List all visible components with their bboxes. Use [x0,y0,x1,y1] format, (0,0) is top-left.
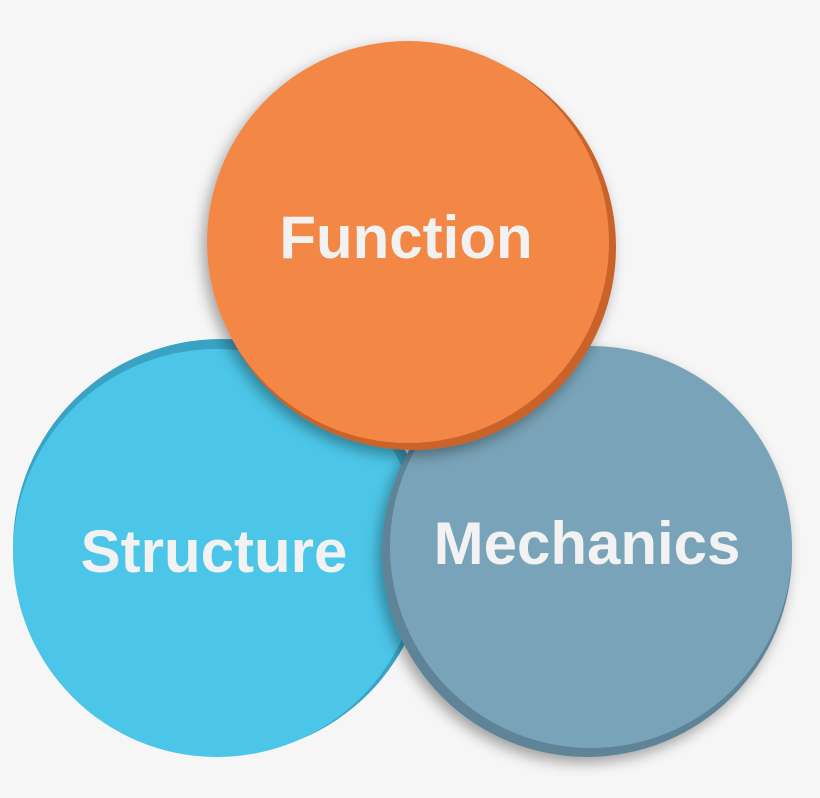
circle-function [207,41,616,450]
label-function: Function [279,204,532,271]
label-mechanics: Mechanics [434,510,741,577]
label-structure: Structure [81,518,348,585]
circle-mechanics-face [390,346,792,748]
circle-mechanics [382,346,792,757]
circle-structure-face [13,349,421,757]
circle-function-face [207,41,609,443]
circle-structure [13,339,429,757]
